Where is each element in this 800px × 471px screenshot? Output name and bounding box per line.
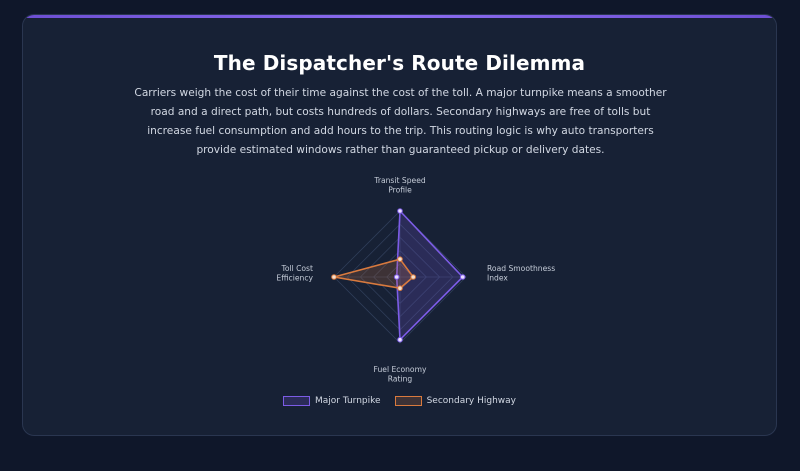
radar-series (331, 208, 466, 343)
chart-title: The Dispatcher's Route Dilemma (213, 51, 586, 75)
radar-point-1-2 (397, 285, 403, 292)
legend-label-secondary-highway: Secondary Highway (426, 396, 516, 406)
legend-item-major-turnpike[interactable]: Major Turnpike (283, 396, 381, 406)
radar-point-0-1 (459, 274, 466, 280)
radar-point-0-3 (393, 274, 400, 280)
legend-label-major-turnpike: Major Turnpike (315, 396, 381, 406)
chart-card: The Dispatcher's Route Dilemma Carriers … (22, 14, 777, 436)
legend-swatch-major-turnpike (283, 396, 310, 406)
chart-description: Carriers weigh the cost of their time ag… (134, 87, 667, 156)
legend-swatch-secondary-highway (394, 396, 422, 406)
radar-point-0-0 (397, 208, 403, 214)
radar-point-1-3 (331, 274, 337, 280)
radar-point-1-0 (397, 256, 403, 262)
radar-point-1-1 (410, 274, 417, 280)
card-accent-bar (23, 15, 776, 18)
chart-legend: Major Turnpike Secondary Highway (23, 396, 776, 406)
radar-point-0-2 (397, 336, 403, 343)
legend-item-secondary-highway[interactable]: Secondary Highway (394, 396, 516, 406)
